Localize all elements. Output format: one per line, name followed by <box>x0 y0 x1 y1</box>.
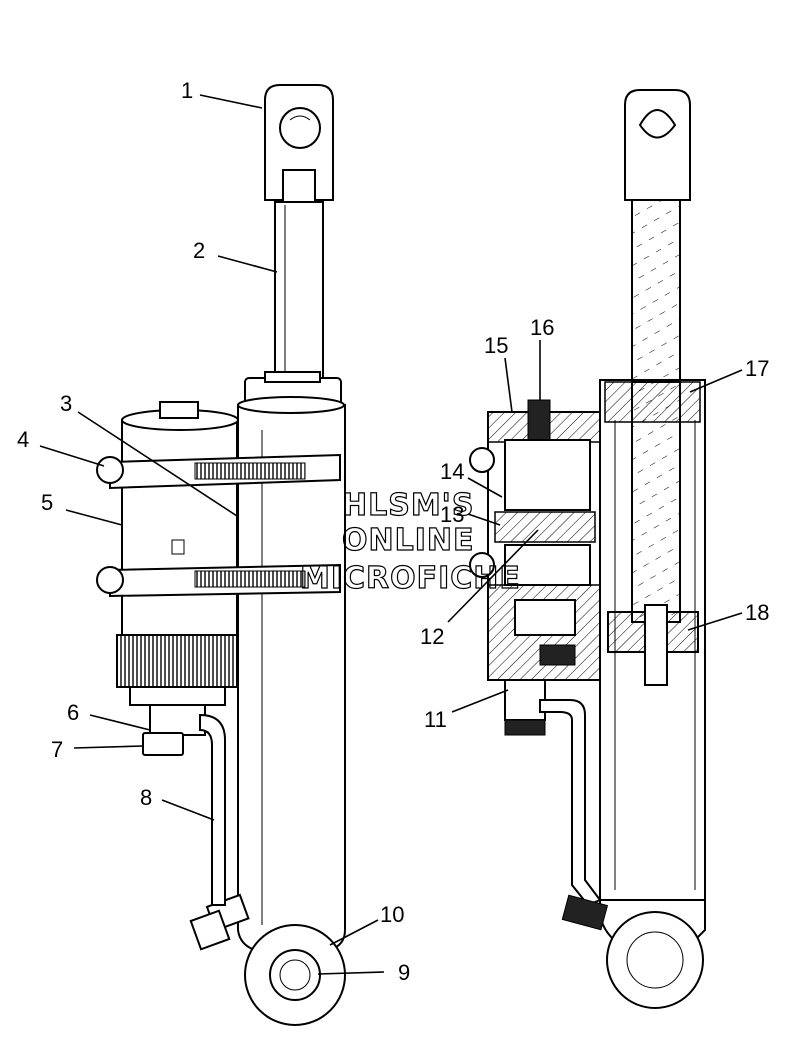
main-cylinder <box>237 404 346 951</box>
cutaway-adjuster <box>504 679 546 721</box>
leader-lines <box>39 94 743 975</box>
hydraulic-hose <box>199 713 226 906</box>
watermark-line-1: HLSM'S <box>342 488 474 523</box>
watermark-line-2: ONLINE <box>342 523 475 558</box>
cutaway-hose <box>539 699 602 907</box>
callout-labels: 1 2 3 4 5 6 7 8 9 10 11 12 13 14 15 16 1… <box>17 78 769 985</box>
cutaway-rod-eye <box>624 89 691 201</box>
cutaway-cap-screw <box>527 399 551 441</box>
callout-7: 7 <box>51 737 63 762</box>
external-view <box>96 84 346 1026</box>
callout-12: 12 <box>420 624 444 649</box>
callout-5: 5 <box>41 490 53 515</box>
floating-piston <box>494 511 596 543</box>
reservoir <box>121 419 238 651</box>
callout-16: 16 <box>530 315 554 340</box>
callout-6: 6 <box>67 700 79 725</box>
callout-17: 17 <box>745 356 769 381</box>
clamp-screw-upper <box>96 456 124 484</box>
adjuster-nut <box>142 732 184 756</box>
rod-eye-neck <box>282 169 316 203</box>
cutaway-view <box>469 89 706 1009</box>
watermark-line-3: MICROFICHE <box>300 561 521 596</box>
callout-2: 2 <box>193 238 205 263</box>
callout-14: 14 <box>440 459 464 484</box>
rod-eye-hole <box>279 107 321 149</box>
cutaway-lower-eye <box>606 911 704 1009</box>
callout-1: 1 <box>181 78 193 103</box>
callout-3: 3 <box>60 391 72 416</box>
watermark: HLSM'S ONLINE MICROFICHE <box>299 487 521 596</box>
callout-11: 11 <box>424 707 447 732</box>
lower-eye-bushing <box>269 949 321 1001</box>
callout-10: 10 <box>380 902 404 927</box>
callout-8: 8 <box>140 785 152 810</box>
callout-15: 15 <box>484 333 508 358</box>
callout-9: 9 <box>398 960 410 985</box>
piston-rod <box>274 201 324 383</box>
callout-4: 4 <box>17 427 29 452</box>
adjuster-knob <box>116 634 238 688</box>
callout-18: 18 <box>745 600 769 625</box>
callout-13: 13 <box>440 502 464 527</box>
clamp-screw-lower <box>96 566 124 594</box>
